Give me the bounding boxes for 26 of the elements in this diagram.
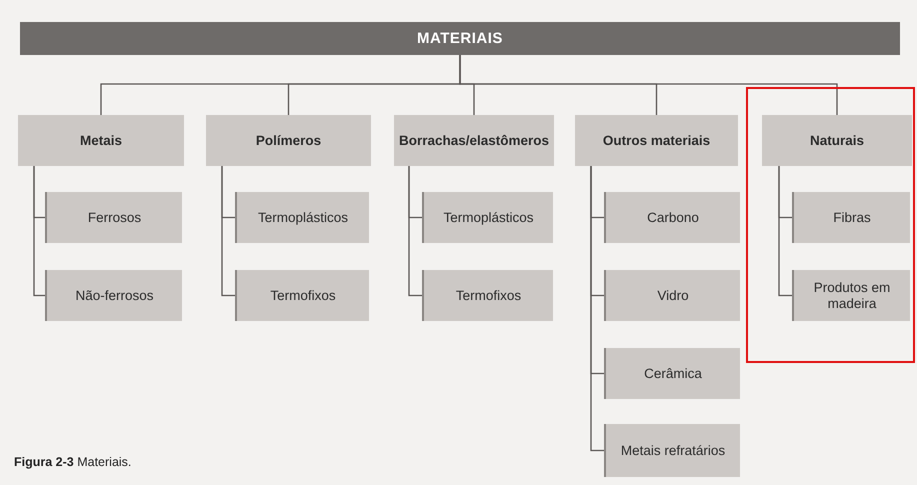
category-box: Outros materiais [575,115,738,166]
subcategory-box: Não-ferrosos [47,270,182,321]
connector-line [778,166,794,296]
category-box: Polímeros [206,115,371,166]
highlight-frame [746,87,915,363]
subcategory-box: Termofixos [237,270,369,321]
connector-line [408,166,424,296]
category-box: Borrachas/elastômeros [394,115,554,166]
subcategory-box: Ferrosos [47,192,182,243]
subcategory-box: Carbono [606,192,740,243]
subcategory-box: Metais refratários [606,424,740,477]
category-box: Naturais [762,115,912,166]
subcategory-box: Produtos em madeira [794,270,910,321]
connector-line [459,55,838,115]
subcategory-box: Cerâmica [606,348,740,399]
subcategory-box: Fibras [794,192,910,243]
category-bar: MATERIAIS [20,22,900,55]
figure-caption: Figura 2-3 Materiais. [14,455,132,469]
connector-line [221,166,237,296]
connector-line [33,166,47,296]
subcategory-box: Termofixos [424,270,553,321]
subcategory-box: Termoplásticos [237,192,369,243]
category-box: Metais [18,115,184,166]
subcategory-box: Vidro [606,270,740,321]
connector-line [590,166,606,452]
subcategory-box: Termoplásticos [424,192,553,243]
